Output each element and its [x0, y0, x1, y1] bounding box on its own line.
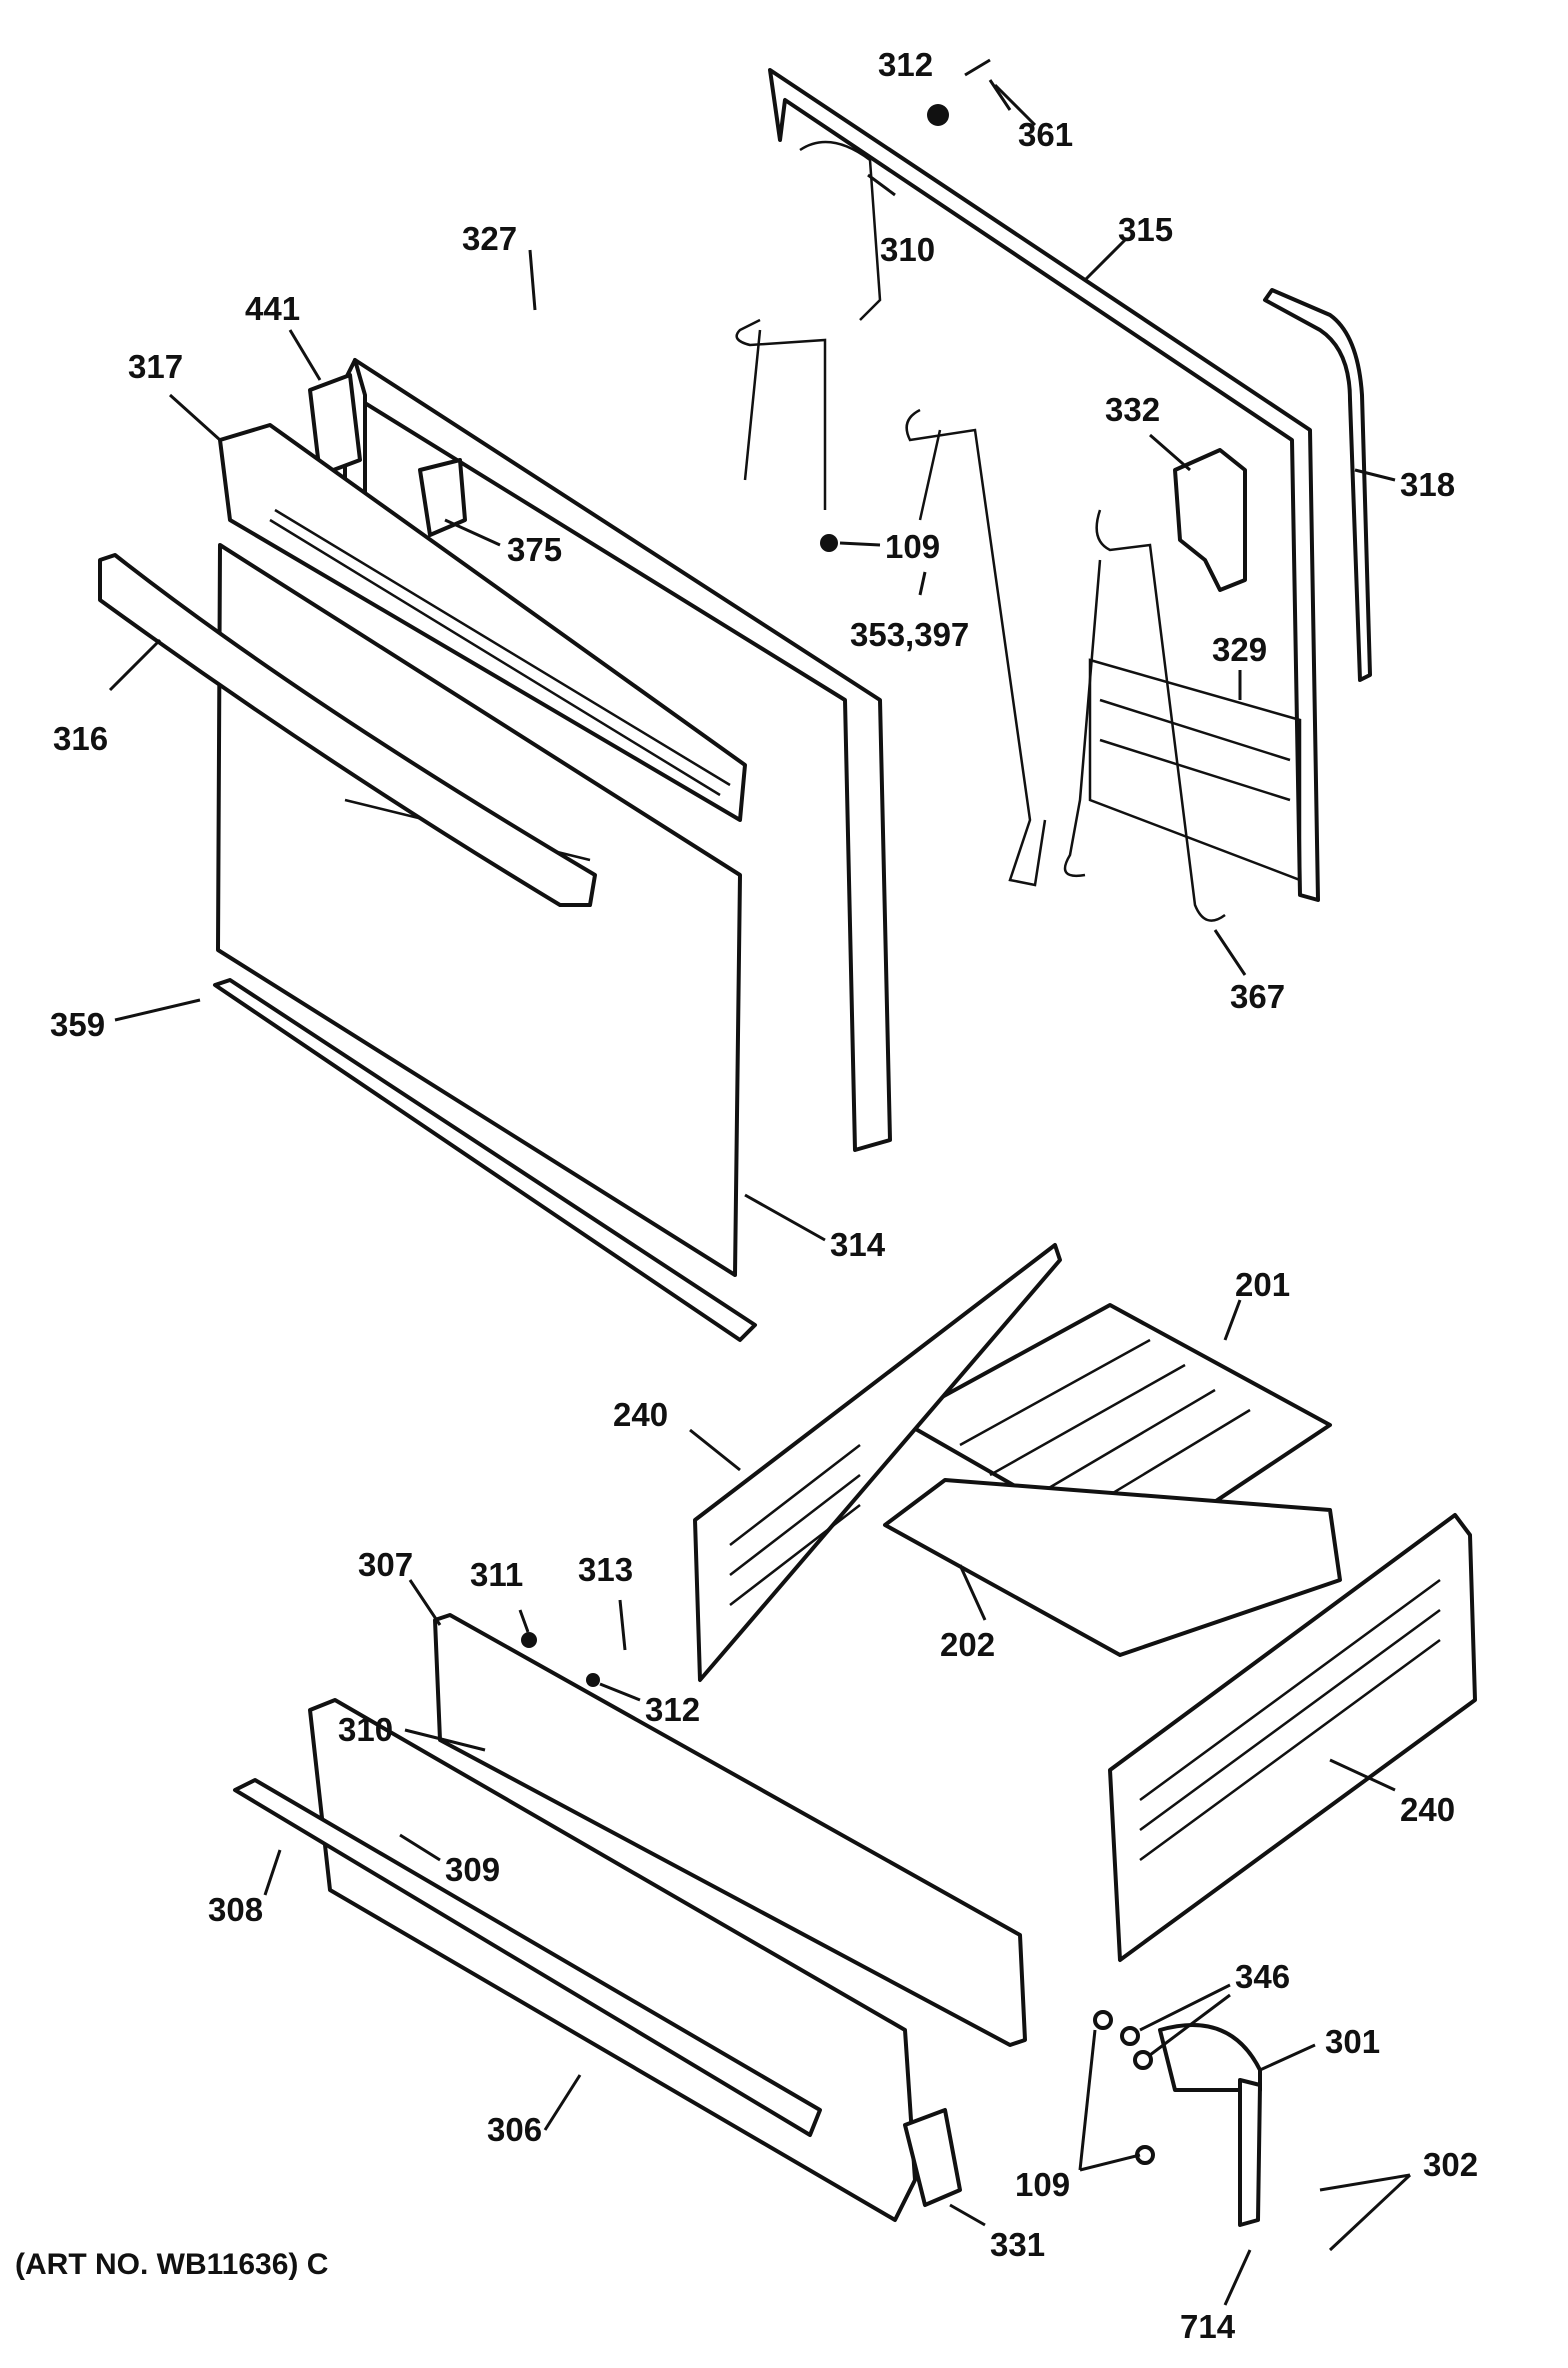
art-number: (ART NO. WB11636) C: [15, 2248, 329, 2281]
label-331: 331: [990, 2226, 1046, 2263]
hinge-301: [1158, 2023, 1262, 2227]
hinge-441: [308, 373, 362, 477]
fasteners: [521, 104, 1155, 2165]
label-353-397: 353,397: [850, 616, 970, 653]
label-441: 441: [245, 290, 301, 327]
label-316: 316: [53, 720, 109, 757]
leader-lines: [108, 58, 1412, 2306]
label-315: 315: [1118, 211, 1174, 248]
vent-trim-317: [218, 423, 747, 822]
bottom-trim-359: [213, 978, 757, 1342]
label-311: 311: [470, 1556, 524, 1593]
door-rack-wires: [735, 318, 1226, 922]
handle-316: [98, 553, 597, 907]
label-329: 329: [1212, 631, 1268, 668]
label-317: 317: [128, 348, 184, 385]
label-240-left: 240: [613, 1396, 669, 1433]
broiler-pan-202: [883, 1478, 1342, 1657]
door-liner-315: [768, 68, 1320, 902]
label-109-top: 109: [885, 528, 941, 565]
label-202: 202: [940, 1626, 996, 1663]
label-307: 307: [358, 1546, 414, 1583]
label-361: 361: [1018, 116, 1074, 153]
label-327: 327: [462, 220, 518, 257]
label-310-top: 310: [880, 231, 936, 268]
drawer-handle-308: [233, 1778, 822, 2137]
label-310-bottom: 310: [338, 1711, 394, 1748]
label-312-top: 312: [878, 46, 934, 83]
label-240-right: 240: [1400, 1791, 1456, 1828]
label-308: 308: [208, 1891, 264, 1928]
label-301: 301: [1325, 2023, 1381, 2060]
bracket-375: [418, 458, 467, 537]
label-375: 375: [507, 531, 563, 568]
label-359: 359: [50, 1006, 106, 1043]
label-309: 309: [445, 1851, 501, 1888]
label-313: 313: [578, 1551, 634, 1588]
gasket-318: [1263, 288, 1372, 682]
label-201: 201: [1235, 1266, 1291, 1303]
label-109-bottom: 109: [1015, 2166, 1071, 2203]
bracket-331: [903, 2108, 962, 2207]
label-312-bottom: 312: [645, 1691, 701, 1728]
label-346: 346: [1235, 1958, 1291, 1995]
label-306: 306: [487, 2111, 543, 2148]
label-314: 314: [830, 1226, 886, 1263]
bracket-332: [1173, 448, 1247, 592]
label-318: 318: [1400, 466, 1456, 503]
label-714: 714: [1180, 2308, 1236, 2345]
side-panel-240-right: [1108, 1513, 1477, 1962]
side-panel-240-left: [693, 1243, 1062, 1682]
label-332: 332: [1105, 391, 1161, 428]
label-367: 367: [1230, 978, 1286, 1015]
label-302: 302: [1423, 2146, 1479, 2183]
